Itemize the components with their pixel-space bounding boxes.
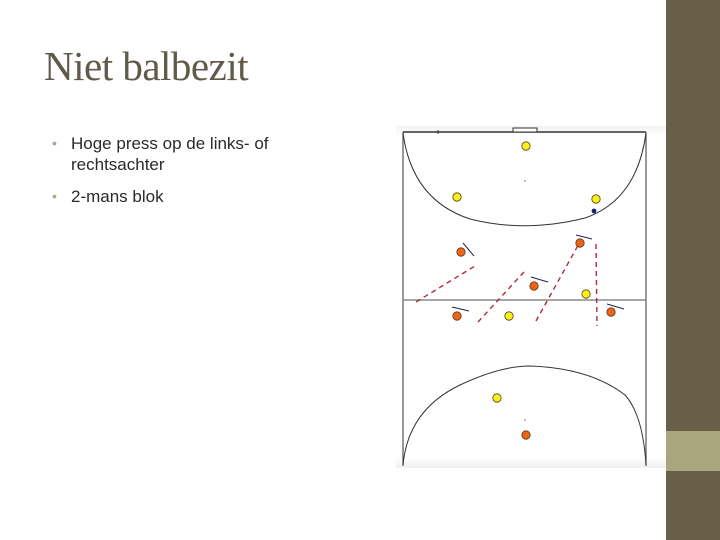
theme-sidebar-accent-band [666, 431, 720, 471]
bullet-icon: • [52, 188, 57, 204]
slide-title: Niet balbezit [44, 43, 249, 89]
bullet-text: 2-mans blok [71, 187, 164, 206]
bullet-item: • 2-mans blok [52, 186, 352, 207]
handball-court-icon [402, 127, 647, 466]
bullet-text: Hoge press op de links- of rechtsachter [71, 134, 269, 174]
bullet-icon: • [52, 135, 57, 151]
slide-canvas: Niet balbezit • Hoge press op de links- … [44, 43, 666, 468]
court-diagram-image [396, 126, 666, 468]
bullet-item: • Hoge press op de links- of rechtsachte… [52, 133, 352, 175]
bullet-list: • Hoge press op de links- of rechtsachte… [52, 133, 352, 218]
